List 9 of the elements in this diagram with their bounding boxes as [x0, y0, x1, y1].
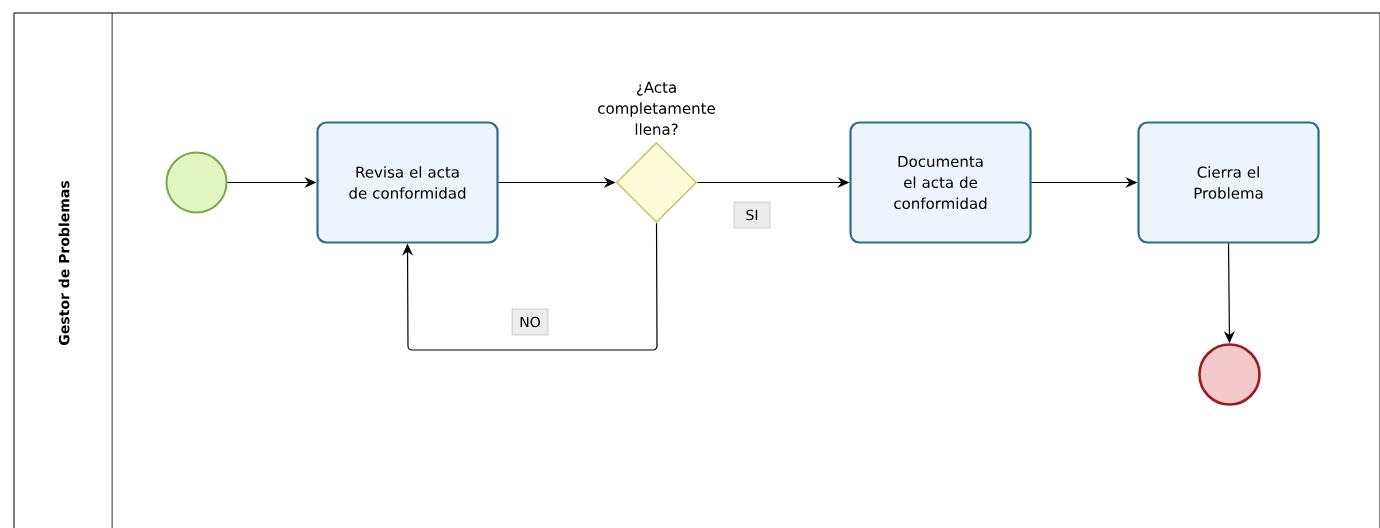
edge-label: NO — [511, 308, 549, 336]
task-box: Revisa el acta de conformidad — [316, 121, 499, 244]
task-box: Documenta el acta de conformidad — [849, 121, 1032, 244]
edge-label: SI — [733, 201, 771, 229]
task-box: Cierra el Problema — [1137, 121, 1320, 244]
start-event-circle — [165, 151, 228, 214]
node-label: ¿Acta completamente llena? — [598, 81, 715, 135]
arrow — [402, 222, 658, 351]
end-event-circle — [1198, 343, 1261, 406]
